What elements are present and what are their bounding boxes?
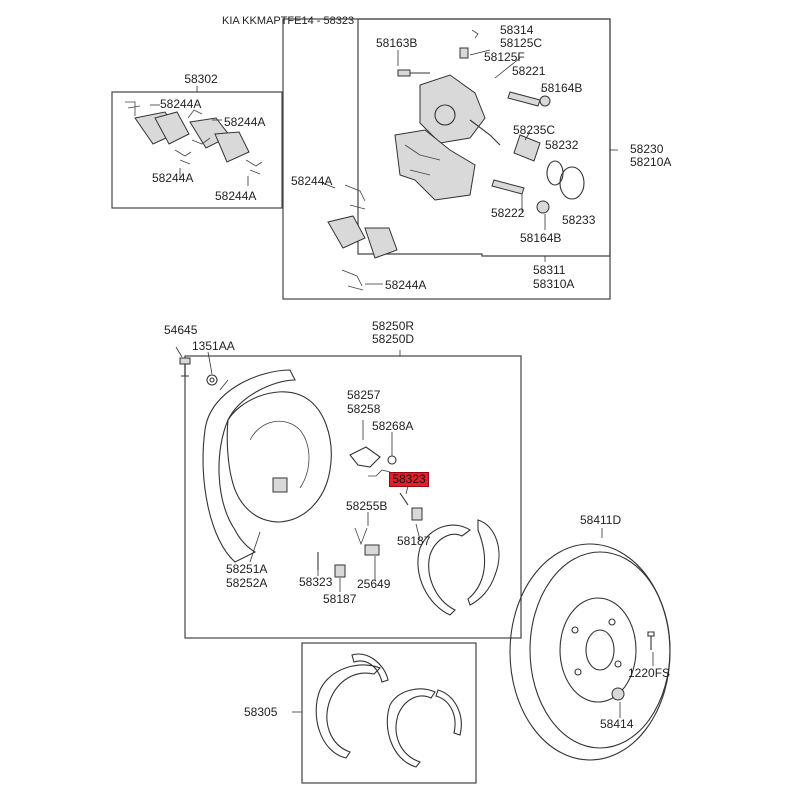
diagram-title: KIA KKMAPTFE14 - 58323 bbox=[222, 15, 355, 27]
label-58250r: 58250R bbox=[372, 319, 415, 333]
label-58311: 58311 bbox=[533, 263, 566, 277]
label-58230: 58230 bbox=[630, 142, 664, 156]
label-54645: 54645 bbox=[164, 323, 198, 337]
backing-plate-box bbox=[184, 355, 522, 639]
label-58314: 58314 bbox=[500, 23, 534, 37]
label-58250d: 58250D bbox=[372, 332, 415, 346]
label-58244a: 58244A bbox=[385, 278, 427, 292]
label-58258: 58258 bbox=[347, 402, 381, 416]
label-58414: 58414 bbox=[600, 717, 634, 731]
label-58164b: 58164B bbox=[541, 81, 583, 95]
label-58187: 58187 bbox=[397, 534, 431, 548]
label-58125f: 58125F bbox=[484, 50, 525, 64]
label-58232: 58232 bbox=[545, 138, 579, 152]
rotor-drawing bbox=[509, 543, 671, 761]
label-58310a: 58310A bbox=[533, 277, 575, 291]
label-58164b: 58164B bbox=[520, 231, 562, 245]
backing-plate-drawing bbox=[179, 357, 500, 616]
shoe-kit-box bbox=[301, 642, 477, 784]
label-58252a: 58252A bbox=[226, 576, 268, 590]
label-58221: 58221 bbox=[512, 64, 546, 78]
label-58235c: 58235C bbox=[513, 123, 556, 137]
label-58305: 58305 bbox=[244, 705, 278, 719]
label-58163b: 58163B bbox=[376, 36, 418, 50]
label-58244a: 58244A bbox=[291, 174, 333, 188]
label-58222: 58222 bbox=[491, 206, 525, 220]
label-58323: 58323 bbox=[299, 575, 333, 589]
label-58411d: 58411D bbox=[580, 513, 622, 527]
label-58251a: 58251A bbox=[226, 562, 268, 576]
label-58302: 58302 bbox=[184, 72, 218, 86]
label-58244a: 58244A bbox=[160, 97, 202, 111]
pad-kit-drawing bbox=[125, 101, 263, 175]
label-58187: 58187 bbox=[323, 592, 357, 606]
label-58244a: 58244A bbox=[215, 189, 257, 203]
label-58233: 58233 bbox=[562, 213, 596, 227]
label-1220fs: 1220FS bbox=[628, 666, 671, 680]
label-58210a: 58210A bbox=[630, 155, 672, 169]
label-58268a: 58268A bbox=[372, 419, 414, 433]
label-58255b: 58255B bbox=[346, 499, 388, 513]
caliper-drawing bbox=[327, 29, 585, 291]
label-1351aa: 1351AA bbox=[192, 339, 235, 353]
shoe-kit-drawing bbox=[315, 653, 462, 768]
label-58125c: 58125C bbox=[500, 36, 543, 50]
caliper-inner-box bbox=[357, 18, 611, 257]
label-58323-highlighted[interactable]: 58323 bbox=[389, 472, 429, 487]
label-58244a: 58244A bbox=[152, 171, 194, 185]
label-58244a: 58244A bbox=[224, 115, 266, 129]
leader-lines bbox=[175, 49, 654, 718]
label-25649: 25649 bbox=[357, 577, 391, 591]
label-58257: 58257 bbox=[347, 388, 381, 402]
